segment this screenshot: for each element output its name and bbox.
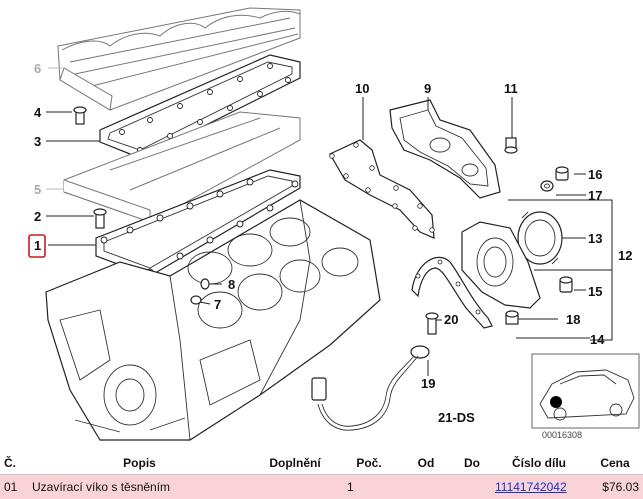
exploded-parts-diagram: 6 4 3 5 2 1 8 7 10 9 11 16 17 13 12 15 1… [28, 7, 640, 441]
callout-9: 9 [424, 81, 431, 96]
callout-2: 2 [34, 209, 41, 224]
part-head-cover-gasket [95, 169, 301, 277]
callout-8: 8 [228, 277, 235, 292]
part-number-link[interactable]: 11141742042 [495, 480, 567, 494]
part-bolt-20 [425, 312, 439, 335]
part-bolt-2 [93, 208, 107, 229]
callout-7: 7 [214, 297, 221, 312]
part-intake-cover [63, 111, 301, 223]
col-header-to: Do [453, 452, 491, 475]
callout-4: 4 [34, 105, 42, 120]
callout-18: 18 [566, 312, 580, 327]
callout-1: 1 [34, 238, 41, 253]
image-code: 00016308 [542, 430, 582, 440]
col-header-part-no: Číslo dílu [491, 452, 587, 475]
part-bolt-4 [73, 106, 87, 125]
callout-14: 14 [590, 332, 605, 347]
table-header-row: Č. Popis Doplnění Poč. Od Do Číslo dílu … [0, 452, 643, 475]
vehicle-thumbnail: 00016308 [531, 353, 640, 440]
part-engine-block [45, 199, 381, 441]
part-front-gasket [329, 139, 435, 239]
part-bolt-11 [504, 137, 518, 154]
callout-15: 15 [588, 284, 602, 299]
part-bolt-15 [559, 276, 573, 293]
part-lower-gasket [411, 256, 493, 329]
callout-3: 3 [34, 134, 41, 149]
cell-from [399, 474, 453, 499]
part-knock-sensor [311, 345, 430, 431]
part-engine-cover [57, 7, 301, 111]
callout-labels: 6 4 3 5 2 1 8 7 10 9 11 16 17 13 12 15 1… [28, 61, 632, 425]
col-header-desc: Popis [28, 452, 251, 475]
callout-10: 10 [355, 81, 369, 96]
part-ring-17 [540, 180, 554, 192]
cell-extra [251, 474, 339, 499]
engine-location-marker [550, 396, 562, 408]
part-seal-cover [461, 221, 541, 309]
selected-callout-box[interactable] [28, 234, 46, 258]
cell-to [453, 474, 491, 499]
part-timing-cover [389, 99, 501, 199]
part-upper-gasket [99, 54, 301, 159]
callout-12: 12 [618, 248, 632, 263]
cell-desc: Uzavírací víko s těsněním [28, 474, 251, 499]
cell-no: 01 [0, 474, 28, 499]
part-sleeve-18 [505, 310, 519, 325]
part-fitting-8 [200, 278, 210, 290]
callout-6: 6 [34, 61, 41, 76]
callout-16: 16 [588, 167, 602, 182]
callout-13: 13 [588, 231, 602, 246]
col-header-no: Č. [0, 452, 28, 475]
callout-17: 17 [588, 188, 602, 203]
callout-19: 19 [421, 376, 435, 391]
cell-price: $76.03 [587, 474, 643, 499]
col-header-qty: Poč. [339, 452, 399, 475]
col-header-from: Od [399, 452, 453, 475]
part-shaft-seal [517, 211, 563, 265]
cell-part-no[interactable]: 11141742042 [491, 474, 587, 499]
parts-table: Č. Popis Doplnění Poč. Od Do Číslo dílu … [0, 452, 643, 499]
leader-lines [46, 67, 613, 376]
callout-11: 11 [504, 81, 518, 96]
section-label: 21-DS [438, 410, 475, 425]
part-fitting-7 [190, 295, 202, 305]
col-header-price: Cena [587, 452, 643, 475]
cell-qty: 1 [339, 474, 399, 499]
table-row[interactable]: 01 Uzavírací víko s těsněním 1 111417420… [0, 474, 643, 499]
col-header-extra: Doplnění [251, 452, 339, 475]
callout-5: 5 [34, 182, 41, 197]
callout-20: 20 [444, 312, 458, 327]
part-seal-16 [555, 166, 569, 181]
